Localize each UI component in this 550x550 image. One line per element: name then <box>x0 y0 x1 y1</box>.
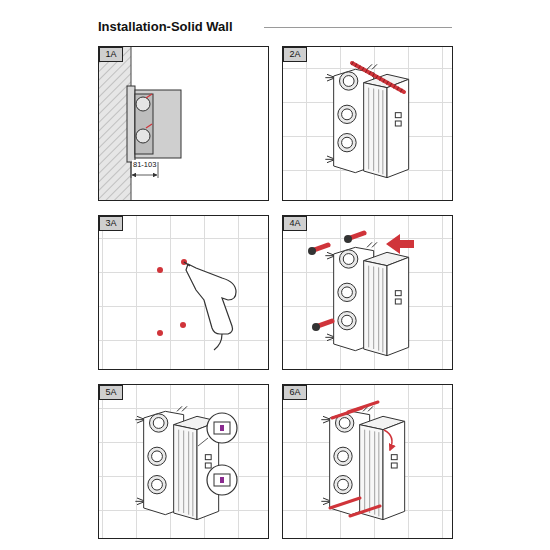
drill <box>157 259 236 350</box>
valve-box <box>321 402 404 520</box>
page-title: Installation-Solid Wall <box>98 19 233 34</box>
step-tag: 5A <box>99 385 123 400</box>
step-tag: 3A <box>99 216 123 231</box>
step-number: 4A <box>289 219 300 228</box>
valve-box <box>135 406 237 519</box>
step-tag: 6A <box>283 385 307 400</box>
step-number: 1A <box>105 50 116 59</box>
step-number: 6A <box>289 388 300 397</box>
step-number: 2A <box>289 50 300 59</box>
step-number: 5A <box>105 388 116 397</box>
step-tag: 2A <box>283 47 307 62</box>
step-tag: 1A <box>99 47 123 62</box>
valve-box <box>308 233 414 356</box>
wall-section <box>99 47 181 200</box>
dimension-label: 81-103 <box>132 160 157 169</box>
valve-box <box>325 63 408 178</box>
step-tag: 4A <box>283 216 307 231</box>
step-number: 3A <box>105 219 116 228</box>
